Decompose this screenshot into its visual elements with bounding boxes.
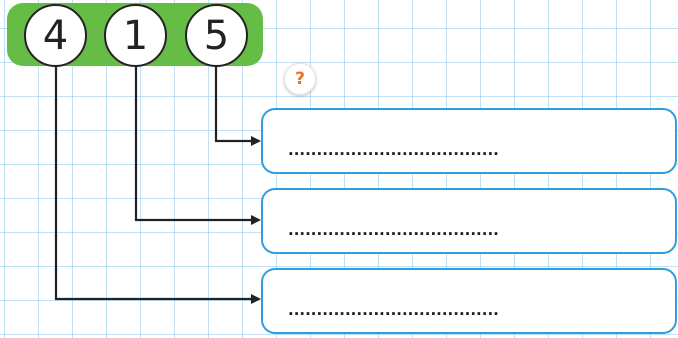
help-icon[interactable]: ? — [284, 63, 316, 95]
digit-5-label: 5 — [203, 12, 230, 59]
digit-4-label: 4 — [42, 12, 69, 59]
digit-circle-1: 1 — [104, 4, 167, 67]
digit-1-label: 1 — [122, 12, 149, 59]
answer-line-3[interactable]: ..................................... — [288, 303, 499, 318]
answer-line-2[interactable]: ..................................... — [288, 223, 499, 238]
answer-line-1[interactable]: ..................................... — [288, 143, 499, 158]
question-mark-label: ? — [295, 68, 305, 89]
connector-arrow-4 — [54, 67, 261, 304]
answer-box-2[interactable]: ..................................... — [261, 188, 677, 254]
digit-circle-5: 5 — [185, 4, 248, 67]
connector-arrow-1 — [134, 67, 261, 225]
answer-box-1[interactable]: ..................................... — [261, 108, 677, 174]
answer-box-3[interactable]: ..................................... — [261, 268, 677, 334]
connector-arrow-5 — [214, 67, 261, 146]
digit-circle-4: 4 — [24, 4, 87, 67]
